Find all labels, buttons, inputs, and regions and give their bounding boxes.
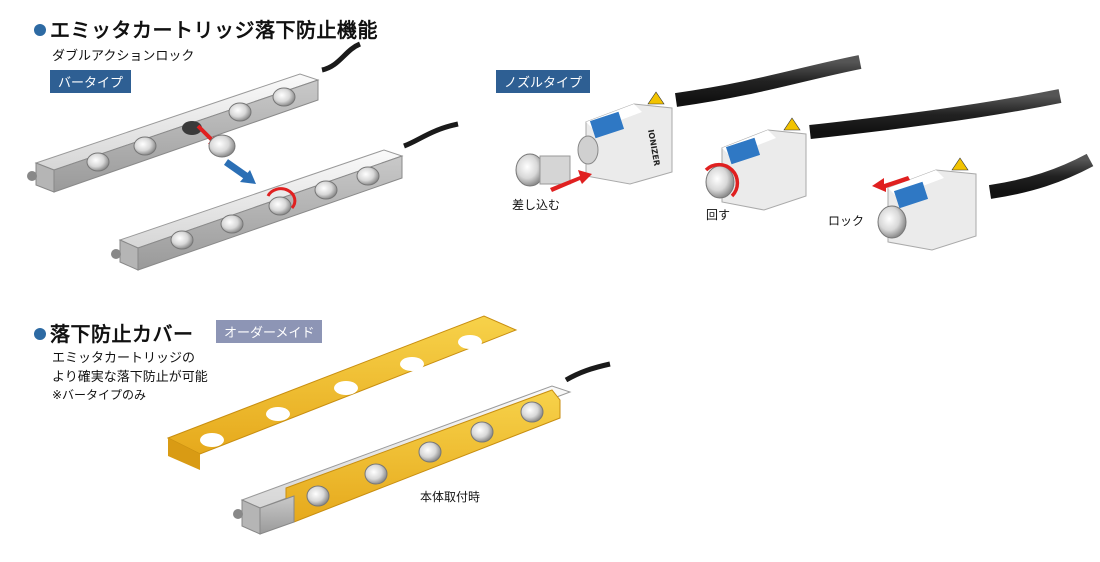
lower-ionizer-bar bbox=[111, 121, 459, 271]
section1-subtitle: ダブルアクションロック bbox=[52, 49, 195, 64]
warning-icon bbox=[647, 91, 665, 105]
mounted-ionizer-bar bbox=[233, 361, 611, 535]
section1-title: エミッタカートリッジ落下防止機能 bbox=[34, 14, 378, 43]
move-down-arrow-icon bbox=[240, 170, 256, 184]
detached-nozzle-icon bbox=[208, 134, 236, 158]
bullet-icon bbox=[34, 23, 46, 36]
nozzle-unit-step2 bbox=[704, 117, 807, 211]
mounted-caption: 本体取付時 bbox=[420, 490, 481, 504]
screw-icon bbox=[27, 171, 37, 181]
empty-socket-icon bbox=[182, 121, 202, 135]
cover-note: ※バータイプのみ bbox=[52, 388, 147, 402]
step-rotate-caption: 回す bbox=[706, 208, 731, 222]
screw-icon bbox=[233, 509, 243, 519]
yellow-cover bbox=[166, 315, 518, 470]
twist-arrow-icon bbox=[704, 162, 740, 198]
cover-desc-line1: エミッタカートリッジの bbox=[52, 351, 196, 366]
step-insert-caption: 差し込む bbox=[512, 198, 561, 212]
step-lock-caption: ロック bbox=[828, 214, 865, 228]
bullet-icon bbox=[34, 327, 46, 340]
section2-title-text: 落下防止カバー bbox=[50, 322, 194, 346]
bar-type-tag: バータイプ bbox=[50, 70, 132, 93]
upper-ionizer-bar bbox=[27, 41, 362, 193]
custom-order-tag: オーダーメイド bbox=[216, 320, 323, 343]
screw-icon bbox=[111, 249, 121, 259]
rotate-arrow-icon bbox=[266, 187, 297, 209]
nozzle-unit-step1: IONIZER bbox=[577, 91, 673, 185]
nozzle-unit-step3 bbox=[872, 157, 977, 251]
push-in-arrow-icon bbox=[550, 170, 592, 192]
lock-arrow-icon bbox=[872, 176, 910, 192]
section2-title: 落下防止カバー bbox=[34, 318, 194, 347]
nozzle-type-tag: ノズルタイプ bbox=[496, 70, 591, 93]
cover-desc-line2: より確実な落下防止が可能 bbox=[52, 370, 208, 385]
warning-icon bbox=[783, 117, 801, 131]
section1-title-text: エミッタカートリッジ落下防止機能 bbox=[50, 18, 378, 42]
warning-icon bbox=[951, 157, 969, 171]
